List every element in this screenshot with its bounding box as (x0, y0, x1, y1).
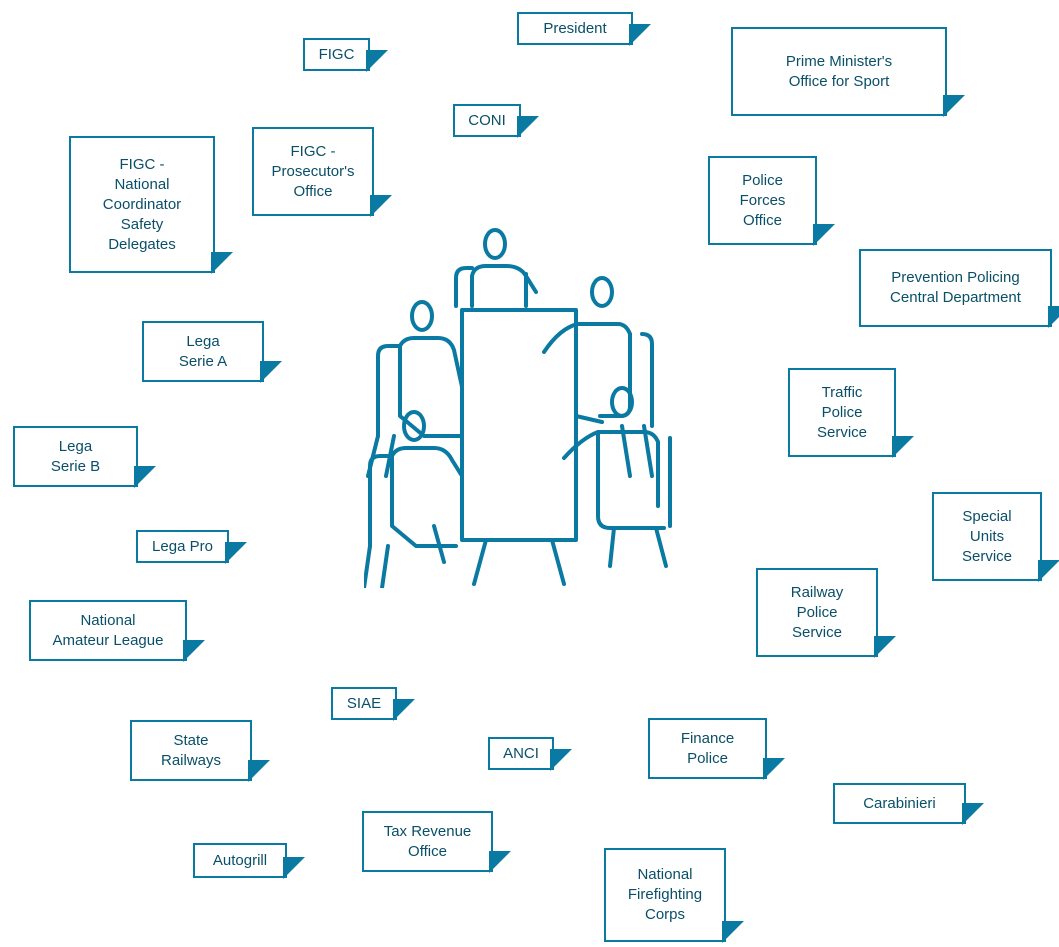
corner-flag-icon (225, 542, 247, 564)
person-back-icon (454, 228, 538, 308)
corner-flag-icon (183, 640, 205, 662)
corner-flag-icon (892, 436, 914, 458)
meeting-table-people-icon (364, 228, 672, 588)
label-text: Traffic Police Service (788, 368, 896, 457)
label-text: Finance Police (648, 718, 767, 779)
label-text: SIAE (331, 687, 397, 720)
person-lower-left-icon (364, 410, 474, 588)
label-text: Railway Police Service (756, 568, 878, 657)
presentation-board-icon (460, 308, 578, 586)
label-text: President (517, 12, 633, 45)
corner-flag-icon (370, 195, 392, 217)
corner-flag-icon (962, 803, 984, 825)
corner-flag-icon (550, 749, 572, 771)
corner-flag-icon (1038, 560, 1059, 582)
label-text: FIGC - National Coordinator Safety Deleg… (69, 136, 215, 273)
label-text: Carabinieri (833, 783, 966, 824)
corner-flag-icon (813, 224, 835, 246)
corner-flag-icon (874, 636, 896, 658)
label-text: Special Units Service (932, 492, 1042, 581)
corner-flag-icon (283, 857, 305, 879)
label-text: State Railways (130, 720, 252, 781)
label-text: Police Forces Office (708, 156, 817, 245)
label-text: Tax Revenue Office (362, 811, 493, 872)
corner-flag-icon (517, 116, 539, 138)
corner-flag-icon (722, 921, 744, 943)
corner-flag-icon (211, 252, 233, 274)
label-text: National Firefighting Corps (604, 848, 726, 942)
person-lower-right-icon (562, 386, 672, 568)
label-text: FIGC - Prosecutor's Office (252, 127, 374, 216)
corner-flag-icon (393, 699, 415, 721)
corner-flag-icon (1048, 306, 1059, 328)
corner-flag-icon (260, 361, 282, 383)
label-text: FIGC (303, 38, 370, 71)
corner-flag-icon (763, 758, 785, 780)
label-text: Lega Pro (136, 530, 229, 563)
label-text: Lega Serie B (13, 426, 138, 487)
label-text: Prevention Policing Central Department (859, 249, 1052, 327)
label-text: Lega Serie A (142, 321, 264, 382)
label-text: National Amateur League (29, 600, 187, 661)
label-text: ANCI (488, 737, 554, 770)
corner-flag-icon (134, 466, 156, 488)
corner-flag-icon (248, 760, 270, 782)
corner-flag-icon (489, 851, 511, 873)
corner-flag-icon (943, 95, 965, 117)
label-text: CONI (453, 104, 521, 137)
label-text: Autogrill (193, 843, 287, 878)
label-text: Prime Minister's Office for Sport (731, 27, 947, 116)
corner-flag-icon (629, 24, 651, 46)
corner-flag-icon (366, 50, 388, 72)
